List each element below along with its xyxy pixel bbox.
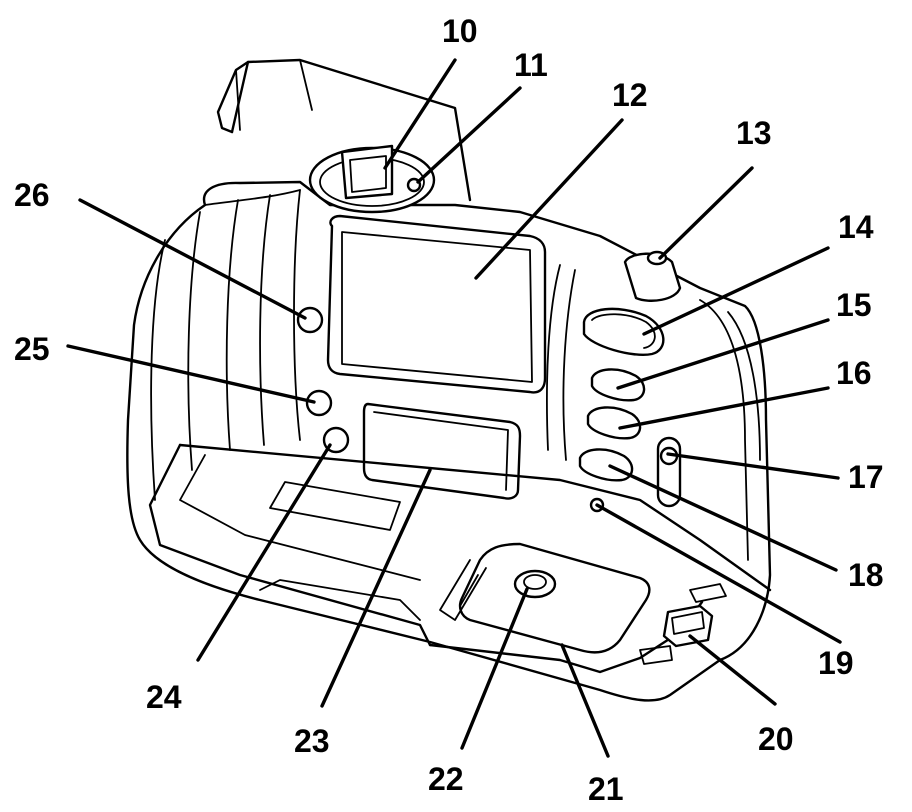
viewfinder-eyepiece [308, 144, 436, 214]
leader-21 [560, 643, 610, 758]
top-dial [623, 250, 682, 302]
leader-13 [658, 166, 754, 260]
leader-11 [416, 86, 522, 184]
leader-22 [460, 587, 529, 750]
button-26-icon [296, 306, 324, 334]
leader-12 [474, 118, 624, 280]
leader-15 [616, 318, 830, 390]
leader-18 [608, 464, 838, 572]
callout-13: 13 [736, 115, 772, 151]
leader-23 [320, 468, 432, 708]
button-16-icon [586, 406, 642, 440]
leader-lines [66, 58, 842, 758]
leader-17 [666, 452, 840, 480]
callout-17: 17 [848, 459, 884, 495]
callout-19: 19 [818, 645, 854, 681]
callout-24: 24 [146, 679, 182, 715]
callout-16: 16 [836, 355, 872, 391]
callout-11: 11 [514, 47, 548, 83]
callout-12: 12 [612, 77, 648, 113]
callout-23: 23 [294, 723, 330, 759]
leader-10 [383, 58, 457, 170]
button-15-icon [590, 368, 646, 402]
status-panel [362, 402, 522, 500]
callout-labels: 10 11 12 13 14 15 16 17 18 19 20 21 22 2… [14, 13, 884, 807]
callout-22: 22 [428, 761, 464, 797]
leader-19 [595, 503, 842, 644]
callout-18: 18 [848, 557, 884, 593]
leader-26 [78, 198, 307, 320]
callout-15: 15 [836, 287, 872, 323]
right-buttons [578, 307, 665, 513]
callout-20: 20 [758, 721, 794, 757]
leader-20 [688, 634, 777, 706]
leader-14 [642, 246, 830, 336]
port-20-icon [662, 604, 714, 648]
bottom-plate [148, 443, 772, 674]
leader-16 [618, 386, 830, 430]
flash-flap [216, 58, 472, 202]
leader-24 [196, 443, 332, 662]
callout-26: 26 [14, 177, 50, 213]
callout-10: 10 [442, 13, 478, 49]
button-18-icon [578, 448, 634, 482]
button-25-icon [305, 389, 333, 417]
leader-25 [66, 344, 316, 404]
callout-14: 14 [838, 209, 874, 245]
lcd-monitor [326, 214, 547, 394]
callout-21: 21 [588, 771, 624, 807]
callout-25: 25 [14, 331, 50, 367]
